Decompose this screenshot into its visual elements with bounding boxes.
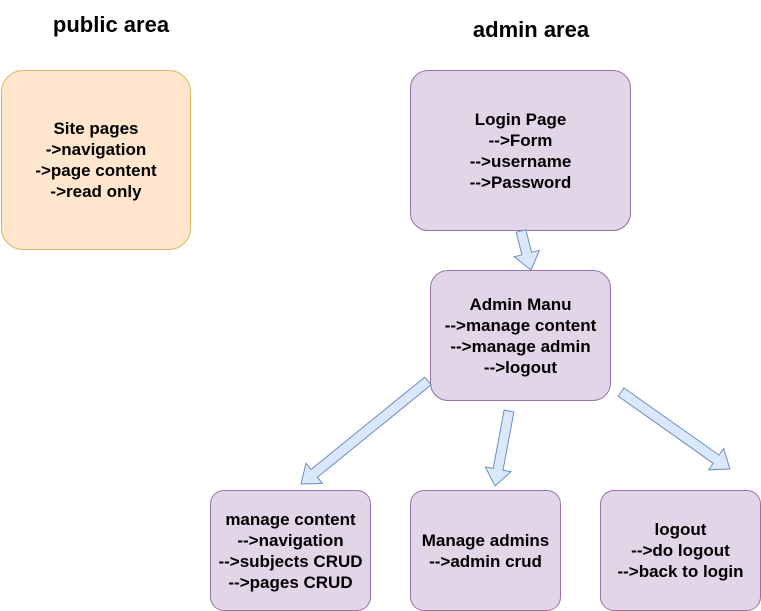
login-page-line: -->Password	[469, 172, 572, 192]
site-pages-node[interactable]: Site pages ->navigation ->page content -…	[1, 70, 191, 250]
site-pages-line: ->navigation	[45, 140, 147, 159]
manage-admins-line: Manage admins	[421, 530, 550, 550]
login-page-node[interactable]: Login Page -->Form -->username -->Passwo…	[410, 70, 631, 231]
logout-line: -->back to login	[617, 562, 744, 581]
admin-area-heading: admin area	[472, 17, 590, 42]
manage-content-line: manage content	[225, 509, 356, 529]
site-pages-line: Site pages	[53, 119, 139, 138]
arrow-menu-to-content	[300, 376, 432, 485]
site-pages-line: ->read only	[50, 182, 142, 201]
manage-admins-line: -->admin crud	[429, 551, 542, 571]
logout-line: logout	[654, 520, 707, 539]
admin-menu-node[interactable]: Admin Manu -->manage content -->manage a…	[430, 270, 611, 401]
arrow-login-to-menu	[513, 229, 541, 271]
site-pages-line: ->page content	[35, 161, 157, 180]
manage-admins-node[interactable]: Manage admins -->admin crud	[410, 490, 561, 611]
manage-content-line: -->pages CRUD	[228, 572, 353, 592]
manage-content-node[interactable]: manage content -->navigation -->subjects…	[210, 490, 371, 611]
arrow-menu-to-logout	[617, 387, 731, 471]
public-area-heading: public area	[52, 12, 170, 37]
login-page-line: -->Form	[488, 130, 553, 150]
logout-node[interactable]: logout -->do logout -->back to login	[600, 490, 761, 611]
login-page-line: -->username	[469, 151, 572, 171]
manage-content-line: -->navigation	[237, 530, 344, 550]
logout-line: -->do logout	[631, 541, 730, 560]
admin-menu-line: -->manage admin	[450, 336, 591, 356]
admin-menu-line: -->manage content	[444, 315, 597, 335]
admin-menu-line: Admin Manu	[469, 294, 572, 314]
arrow-menu-to-admins	[484, 409, 515, 487]
login-page-line: Login Page	[474, 109, 567, 129]
admin-menu-line: -->logout	[483, 357, 558, 377]
manage-content-line: -->subjects CRUD	[218, 551, 363, 571]
